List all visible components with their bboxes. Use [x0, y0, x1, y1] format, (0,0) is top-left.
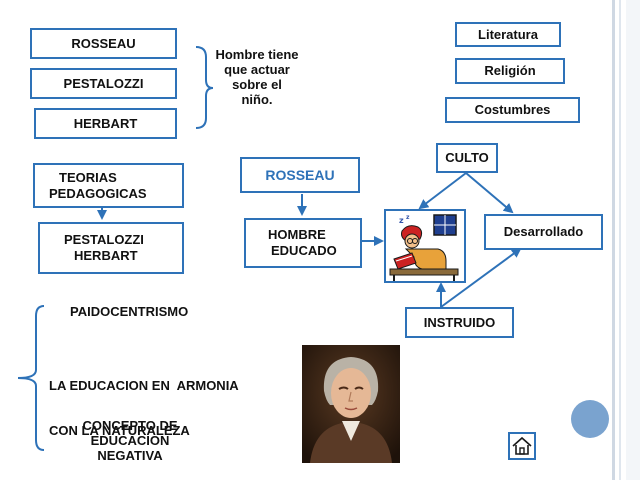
pestalozzi-box: PESTALOZZI	[30, 68, 177, 99]
teorias-box: TEORIAS PEDAGOGICAS	[33, 163, 184, 208]
brace-bottom	[17, 305, 45, 451]
instruido-box: INSTRUIDO	[405, 307, 514, 338]
brace-note-line: que actuar	[224, 62, 290, 77]
culto-label: CULTO	[445, 150, 489, 165]
herbart-box: HERBART	[34, 108, 177, 139]
slide-border-line	[619, 0, 621, 480]
pestalozzi-herbart-line: HERBART	[74, 248, 138, 263]
religion-box: Religión	[455, 58, 565, 84]
arrow-instruido-to-desarrollado	[440, 247, 522, 308]
brace-note: Hombre tiene que actuar sobre el niño.	[212, 47, 302, 107]
home-button[interactable]	[508, 432, 536, 460]
concepto-line: NEGATIVA	[97, 448, 163, 463]
paidocentrismo-text: PAIDOCENTRISMO	[70, 304, 189, 319]
pestalozzi-herbart-box: PESTALOZZI HERBART	[38, 222, 184, 274]
studying-man-clipart: z z	[384, 209, 466, 283]
arrow-culto-to-clipart	[418, 172, 467, 210]
herbart-label: HERBART	[73, 115, 138, 131]
decorative-circle	[571, 400, 609, 438]
armonia-line: CON LA NATURALEZA	[49, 423, 190, 438]
pestalozzi-herbart-line: PESTALOZZI	[64, 232, 144, 247]
rousseau-portrait	[302, 345, 400, 463]
teorias-line: TEORIAS	[59, 169, 117, 185]
home-icon	[512, 436, 532, 455]
slide-border-strip	[626, 0, 640, 480]
literatura-box: Literatura	[455, 22, 561, 47]
brace-top	[195, 46, 214, 129]
brace-note-line: Hombre tiene	[215, 47, 299, 62]
concepto-line: EDUCACION	[90, 433, 170, 448]
rosseau-label: ROSSEAU	[71, 35, 136, 51]
desarrollado-label: Desarrollado	[503, 224, 584, 239]
brace-note-line: niño.	[241, 92, 273, 107]
concepto-text: CONCEPTO DE EDUCACION NEGATIVA	[70, 418, 190, 463]
culto-box: CULTO	[436, 143, 498, 173]
literatura-label: Literatura	[478, 26, 538, 42]
costumbres-box: Costumbres	[445, 97, 580, 123]
hombre-educado-box: HOMBRE EDUCADO	[244, 218, 362, 268]
pestalozzi-label: PESTALOZZI	[63, 75, 144, 91]
religion-label: Religión	[484, 63, 536, 78]
armonia-line: LA EDUCACION EN ARMONIA	[49, 378, 239, 393]
costumbres-label: Costumbres	[474, 102, 551, 117]
svg-text:z: z	[406, 214, 410, 221]
slide-border-line	[612, 0, 615, 480]
rosseau-title-box: ROSSEAU	[240, 157, 360, 193]
brace-note-line: sobre el	[232, 77, 282, 92]
rosseau-title-label: ROSSEAU	[265, 167, 335, 183]
armonia-text: LA EDUCACION EN ARMONIA CON LA NATURALEZ…	[49, 348, 239, 453]
arrow-culto-to-desarrollado	[465, 172, 514, 214]
concepto-line: CONCEPTO DE	[82, 418, 178, 433]
hombre-educado-line: HOMBRE	[268, 227, 326, 242]
teorias-line: PEDAGOGICAS	[49, 185, 147, 201]
instruido-label: INSTRUIDO	[423, 314, 496, 330]
svg-text:z: z	[399, 216, 404, 225]
rosseau-box: ROSSEAU	[30, 28, 177, 59]
hombre-educado-line: EDUCADO	[271, 243, 337, 258]
desarrollado-box: Desarrollado	[484, 214, 603, 250]
